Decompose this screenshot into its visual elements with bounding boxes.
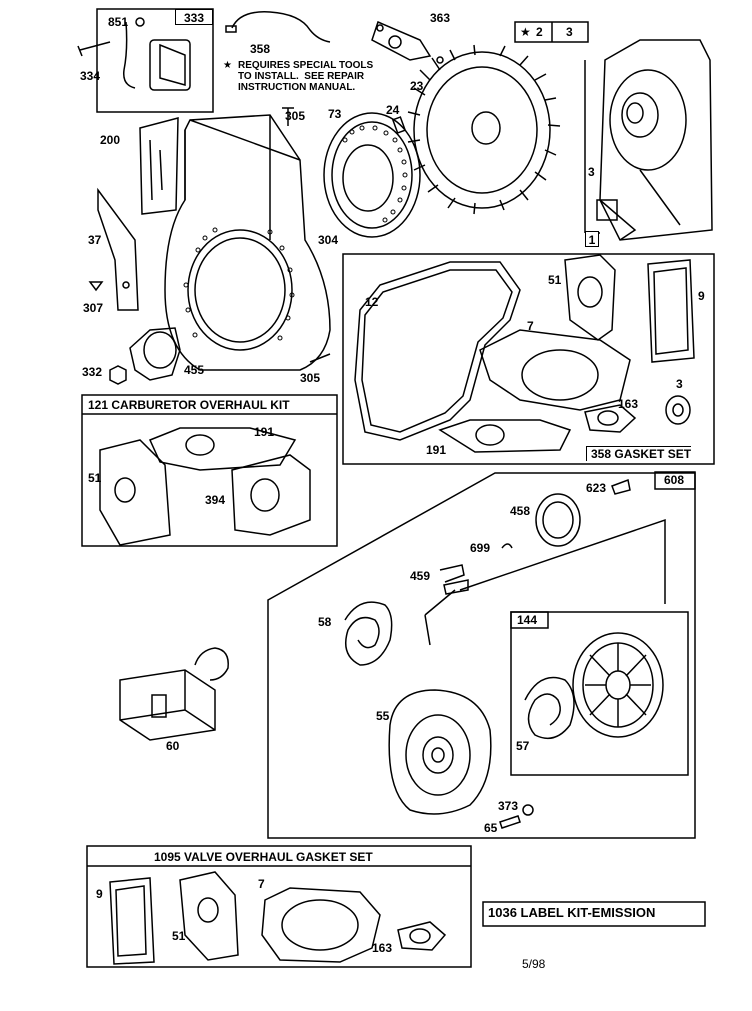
callout-3-top: 3 [566,25,573,39]
callout-623: 623 [586,481,607,495]
callout-373: 373 [498,799,519,813]
box-608 [267,472,696,839]
callout-200: 200 [100,133,121,147]
callout-3-side: 3 [588,165,595,179]
callout-7a: 7 [527,319,534,333]
callout-334: 334 [80,69,101,83]
box-valve-gasket [86,845,472,968]
callout-699: 699 [470,541,491,555]
box-label-kit [482,901,706,927]
note-star: ★ [223,60,232,71]
callout-51c: 51 [172,929,186,943]
callout-191b: 191 [254,425,275,439]
callout-3b: 3 [676,377,683,391]
callout-358: 358 [250,42,271,56]
callout-24: 24 [386,103,400,117]
callout-191a: 191 [426,443,447,457]
callout-163a: 163 [618,397,639,411]
callout-394: 394 [205,493,226,507]
callout-458: 458 [510,504,531,518]
callout-307: 307 [83,301,104,315]
box-carburetor-kit [81,394,338,547]
callout-144: 144 [517,613,538,627]
callout-608: 608 [664,473,685,487]
callout-55: 55 [376,709,390,723]
callout-1: 1 [585,231,599,247]
callout-37: 37 [88,233,102,247]
gasket-set-title: 358 GASKET SET [586,446,692,461]
callout-305b: 305 [300,371,321,385]
callout-304: 304 [318,233,339,247]
callout-333: 333 [175,9,213,25]
carburetor-kit-title: 121 CARBURETOR OVERHAUL KIT [88,398,290,412]
callout-163b: 163 [372,941,393,955]
star-symbol: ★ [520,25,531,39]
note-special-tools: REQUIRES SPECIAL TOOLS TO INSTALL. SEE R… [238,60,374,93]
callout-7b: 7 [258,877,265,891]
valve-gasket-title: 1095 VALVE OVERHAUL GASKET SET [154,850,373,864]
callout-57: 57 [516,739,530,753]
callout-9b: 9 [96,887,103,901]
callout-23: 23 [410,79,424,93]
callout-9a: 9 [698,289,705,303]
callout-363: 363 [430,11,451,25]
callout-332: 332 [82,365,103,379]
callout-73: 73 [328,107,342,121]
callout-51b: 51 [88,471,102,485]
box-333 [96,8,214,113]
date-code: 5/98 [522,957,546,971]
callout-2: 2 [536,25,543,39]
callout-51a: 51 [548,273,562,287]
callout-60: 60 [166,739,180,753]
box-144 [510,611,689,776]
box-gasket-set [342,253,715,465]
callout-455: 455 [184,363,205,377]
callout-12: 12 [365,295,379,309]
callout-305a: 305 [285,109,306,123]
label-kit-title: 1036 LABEL KIT-EMISSION [488,905,656,920]
callout-65: 65 [484,821,498,835]
callout-851: 851 [108,15,129,29]
callout-459: 459 [410,569,431,583]
callout-58: 58 [318,615,332,629]
